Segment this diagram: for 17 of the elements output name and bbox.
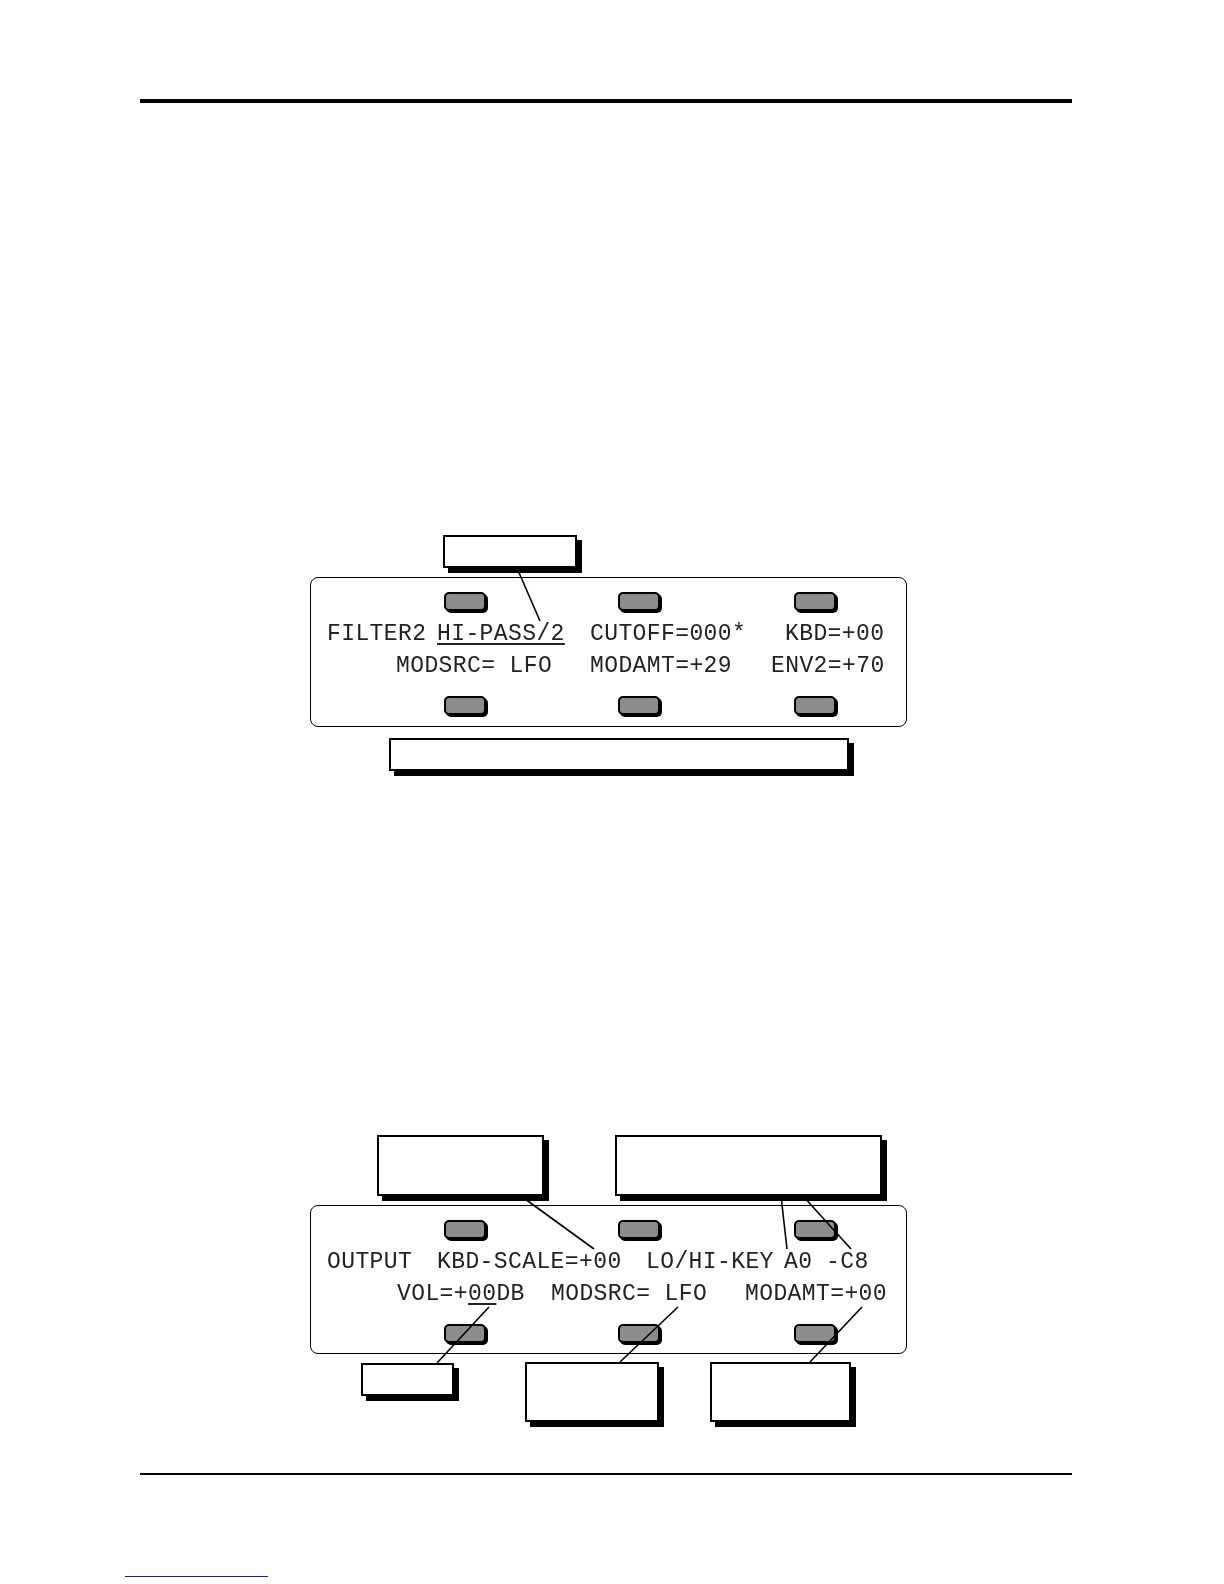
lcd-display-panel (310, 1205, 907, 1354)
display-text: LO/HI-KEY (646, 1249, 774, 1275)
display-text: MODAMT=+29 (590, 653, 733, 679)
display-text: A0 (784, 1249, 813, 1275)
lcd-display-panel (310, 577, 907, 727)
display-text: KBD-SCALE=+00 (437, 1249, 622, 1275)
display-text: KBD=+00 (785, 621, 885, 647)
display-text: MODSRC= LFO (551, 1281, 708, 1307)
display-text: ENV2=+70 (771, 653, 885, 679)
display-text: HI-PASS/2 (437, 621, 565, 647)
display-text: OUTPUT (327, 1249, 413, 1275)
display-text: VOL=+00DB (397, 1281, 525, 1307)
display-text: MODSRC= LFO (396, 653, 553, 679)
display-text: FILTER2 (327, 621, 427, 647)
display-text: MODAMT=+00 (745, 1281, 888, 1307)
display-text: CUTOFF=000* (590, 621, 747, 647)
display-text: -C8 (826, 1249, 869, 1275)
